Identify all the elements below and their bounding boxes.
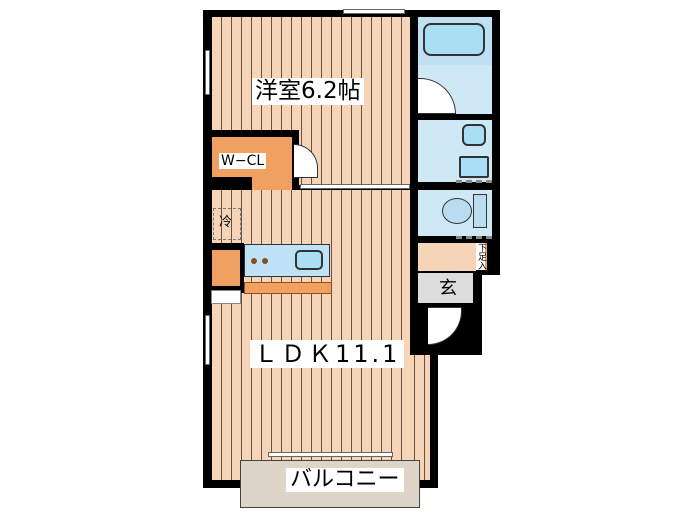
washbasin	[462, 124, 486, 146]
closet-folding-door[interactable]	[211, 290, 241, 304]
refrigerator-space	[213, 208, 241, 240]
balcony-label: バルコニー	[286, 468, 404, 492]
balcony-window[interactable]	[268, 452, 393, 457]
toilet-door[interactable]	[456, 236, 492, 239]
western-room-label: 洋室6.2帖	[252, 78, 364, 105]
ldk-label: ＬＤＫ11.1	[250, 340, 405, 368]
washing-machine	[459, 156, 489, 178]
entry-hall	[418, 243, 476, 271]
shoe-storage-label: 下足入	[476, 243, 487, 270]
window-top[interactable]	[343, 9, 405, 14]
window-left-upper[interactable]	[205, 50, 210, 95]
entrance	[418, 273, 473, 303]
sliding-door[interactable]	[300, 184, 410, 189]
ldk-room	[212, 190, 410, 480]
entrance-label: 玄	[439, 278, 457, 299]
washroom-door[interactable]	[456, 180, 492, 183]
closet-label: W−CL	[219, 153, 267, 169]
kitchen-counter-edge	[244, 282, 332, 294]
ldk-extension	[405, 355, 430, 480]
bathtub	[423, 23, 485, 56]
toilet-tank	[473, 194, 487, 228]
stove-burner-1	[251, 258, 257, 264]
toilet-bowl	[442, 198, 472, 224]
kitchen-cabinet	[212, 250, 240, 286]
refrigerator-label: 冷	[219, 215, 233, 230]
window-left-lower[interactable]	[205, 315, 210, 365]
kitchen-sink	[295, 250, 323, 270]
stove-burner-2	[262, 258, 268, 264]
